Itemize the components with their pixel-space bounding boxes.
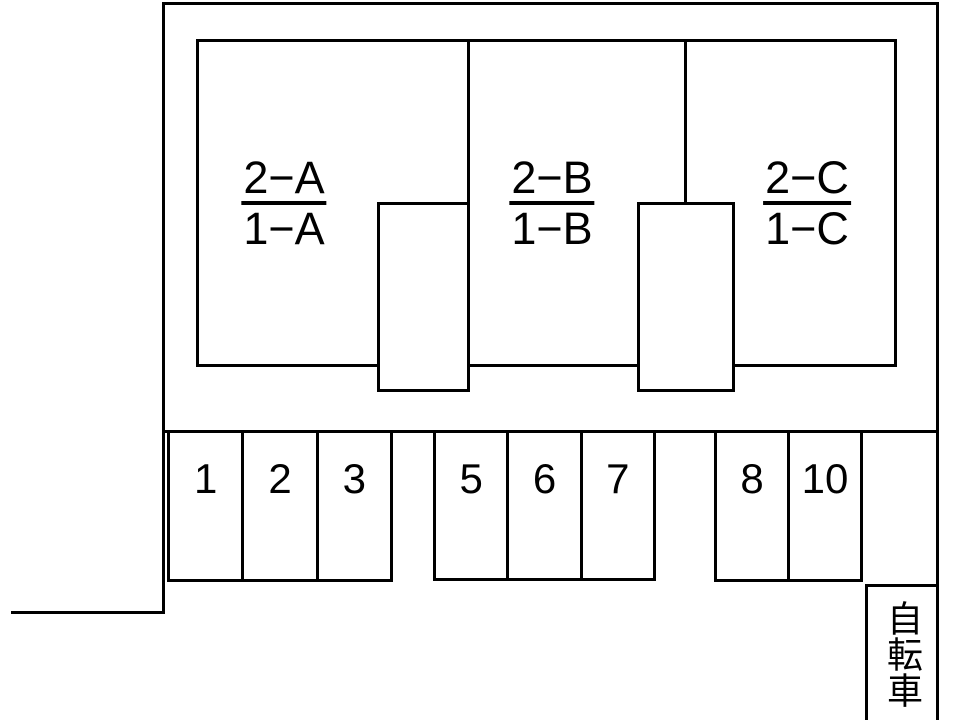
bicycle-area: 自転車	[865, 584, 939, 720]
bicycle-area-label: 自転車	[882, 600, 923, 708]
site-boundary-bottom-stub-line	[11, 611, 165, 614]
building-c-unit-2: 2−C	[763, 152, 851, 205]
entrance-rect-1	[377, 202, 470, 392]
parking-space-7: 7	[579, 433, 653, 578]
building-b-unit-2: 2−B	[509, 152, 595, 205]
parking-group-1: 1 2 3	[167, 430, 393, 582]
building-b-label: 2−B 1−B	[509, 152, 595, 254]
site-boundary-top-line	[162, 2, 939, 5]
parking-space-6: 6	[506, 433, 579, 578]
site-boundary-left-line	[162, 2, 165, 614]
building-c-label: 2−C 1−C	[763, 152, 851, 254]
building-a-unit-2: 2−A	[241, 152, 327, 205]
parking-group-2: 5 6 7	[433, 430, 656, 581]
parking-space-10: 10	[787, 433, 860, 579]
building-a-label: 2−A 1−A	[241, 152, 327, 254]
entrance-rect-2	[637, 202, 735, 392]
site-boundary-right-line	[936, 2, 939, 720]
building-a-unit-1: 1−A	[243, 203, 325, 254]
building-b-unit-1: 1−B	[511, 203, 593, 254]
parking-group-3: 8 10	[714, 430, 863, 582]
building-divider-b-c	[684, 39, 687, 205]
building-c-unit-1: 1−C	[765, 203, 849, 254]
parking-space-2: 2	[241, 433, 315, 579]
parking-space-3: 3	[315, 433, 390, 579]
parking-space-8: 8	[740, 455, 764, 502]
building-block-outline	[196, 39, 897, 367]
parking-space-1: 1	[193, 455, 218, 502]
parking-space-5: 5	[459, 455, 483, 502]
